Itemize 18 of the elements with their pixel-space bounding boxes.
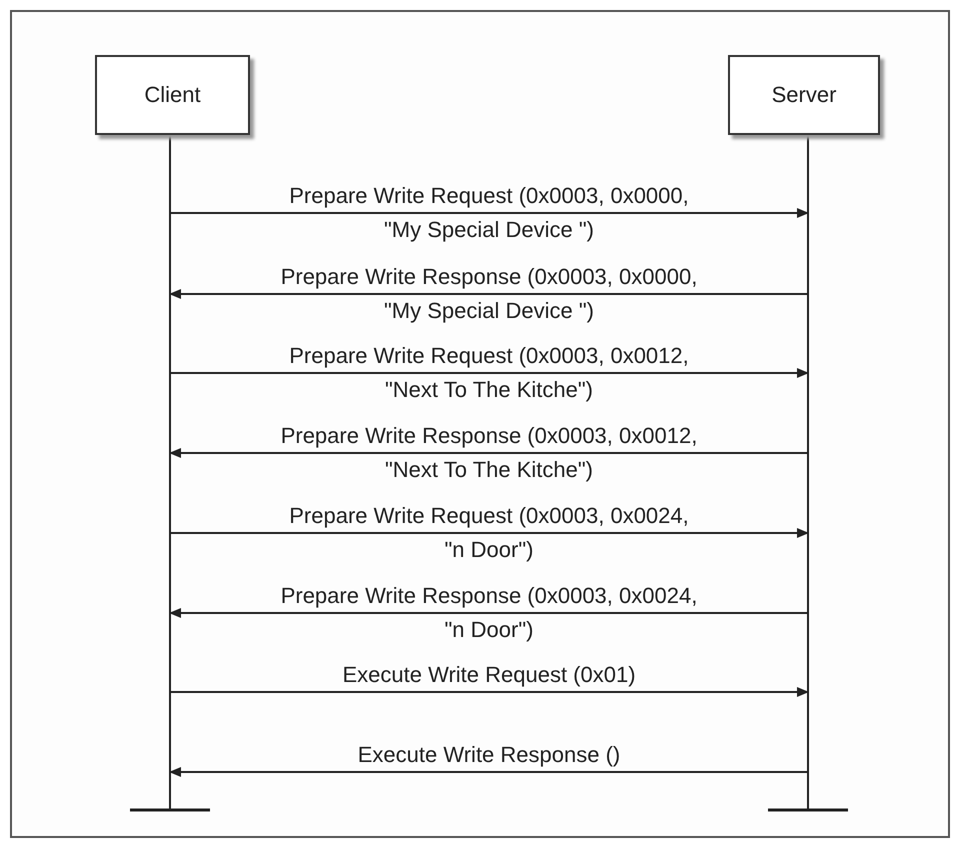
message-label: Execute Write Response (): [358, 741, 620, 769]
message-arrow: [169, 289, 808, 299]
message-arrow: [169, 767, 808, 777]
message-arrow: [169, 608, 808, 618]
message-arrow: [170, 528, 809, 538]
message-label: Execute Write Request (0x01): [342, 661, 636, 689]
participant-box: Client: [95, 55, 250, 135]
message-label: Prepare Write Response (0x0003, 0x0024, "n Door"): [280, 582, 698, 644]
message-arrow: [170, 208, 809, 218]
message-label: Prepare Write Response (0x0003, 0x0000, "My Special Device "): [280, 263, 698, 325]
participant-box: Server: [728, 55, 880, 135]
message-label: Prepare Write Request (0x0003, 0x0012, "Next To The Kitche"): [289, 342, 689, 404]
message-label: Prepare Write Request (0x0003, 0x0024, "n Door"): [289, 502, 689, 564]
message-arrow: [169, 448, 808, 458]
message-arrow: [170, 368, 809, 378]
message-arrow: [170, 687, 809, 697]
message-label: Prepare Write Request (0x0003, 0x0000, "My Special Device "): [289, 182, 689, 244]
message-label: Prepare Write Response (0x0003, 0x0012, "Next To The Kitche"): [280, 422, 698, 484]
